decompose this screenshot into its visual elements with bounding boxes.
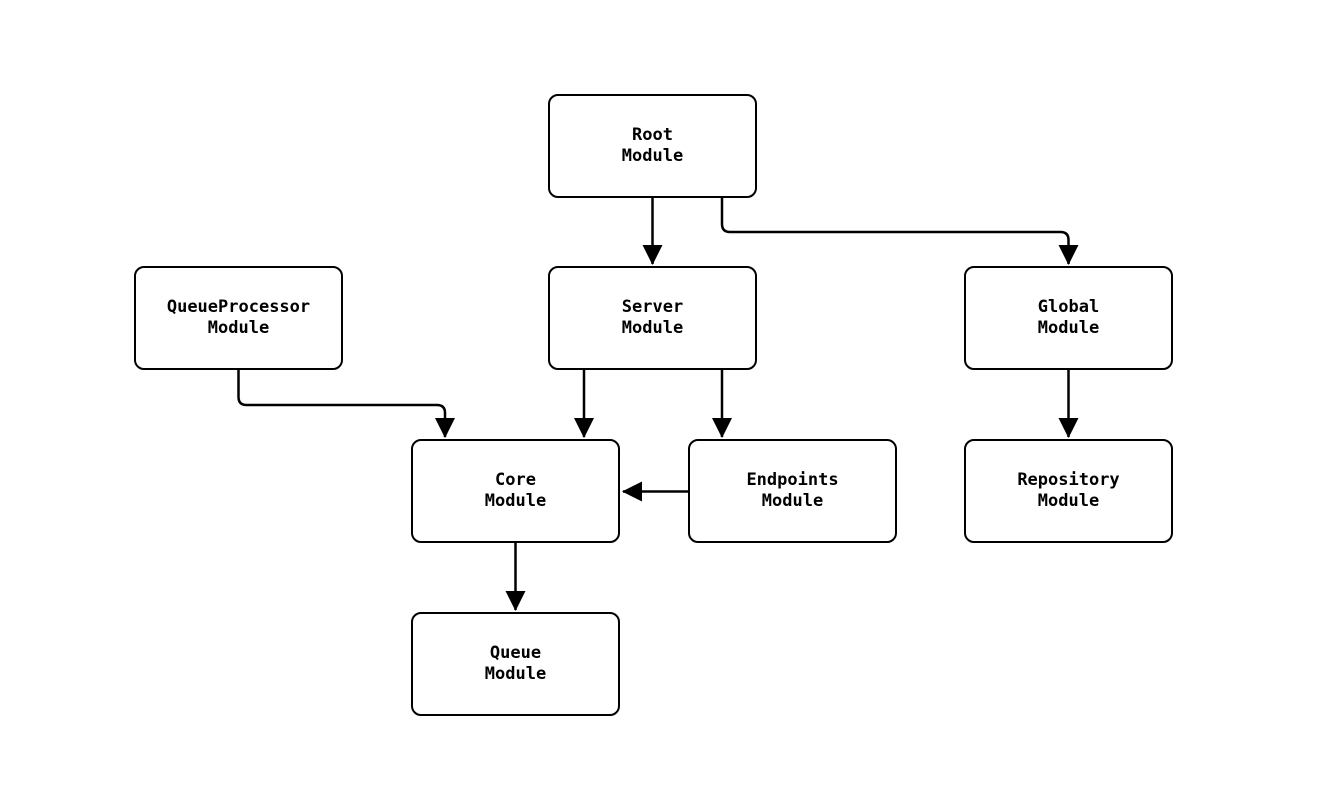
node-label-line1: QueueProcessor: [166, 297, 311, 317]
node-label-line2: Module: [621, 146, 684, 166]
node-label-line1: Repository: [1017, 470, 1120, 490]
node-label-line2: Module: [1037, 491, 1100, 511]
edge-root-to-global: [720, 198, 1079, 265]
node-repository-module: Repository Module: [964, 439, 1173, 543]
node-global-module: Global Module: [964, 266, 1173, 370]
node-server-module: Server Module: [548, 266, 757, 370]
node-label-line2: Module: [207, 318, 270, 338]
node-label-line1: Core: [495, 470, 536, 490]
node-endpoints-module: Endpoints Module: [688, 439, 897, 543]
node-core-module: Core Module: [411, 439, 620, 543]
node-label-line2: Module: [621, 318, 684, 338]
node-label-line1: Queue: [489, 643, 542, 663]
node-queue-module: Queue Module: [411, 612, 620, 716]
node-label-line2: Module: [484, 664, 547, 684]
node-label-line1: Server: [621, 297, 684, 317]
node-label-line1: Endpoints: [746, 470, 839, 490]
node-label-line2: Module: [761, 491, 824, 511]
node-label-line2: Module: [1037, 318, 1100, 338]
edge-queueprocessor-to-core: [237, 370, 455, 438]
node-queueprocessor-module: QueueProcessor Module: [134, 266, 343, 370]
node-label-line1: Root: [632, 125, 673, 145]
node-root-module: Root Module: [548, 94, 757, 198]
node-label-line2: Module: [484, 491, 547, 511]
node-label-line1: Global: [1037, 297, 1100, 317]
